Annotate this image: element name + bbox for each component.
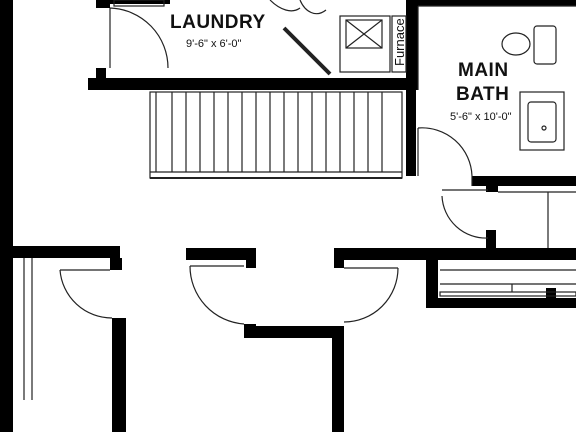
thin-lines [23,0,576,400]
laundry-room-name: LAUNDRY [170,12,266,33]
main-bath-dimensions: 5'-6" x 10'-0" [450,111,512,123]
toilet-bowl [501,32,531,56]
bedroom3-door-swing [343,267,399,323]
wall-laundry-right [406,0,418,90]
wall-hall-middle-stub [246,260,256,268]
furnace-label: Furnace [392,18,407,66]
wall-laundry-bottom-left [96,68,106,78]
bath-door-swing [417,127,473,177]
wall-bath-bottom [472,176,576,186]
toilet-tank [533,25,557,65]
wall-laundry-top-stub [110,0,170,4]
washer [113,0,165,7]
wall-closet-bottom [426,298,576,308]
wall-bedroom2-bottom [244,326,340,338]
closet-door-diagonal [282,26,332,76]
wall-closet-left [426,258,438,308]
laundry-room-dimensions: 9'-6" x 6'-0" [186,38,242,50]
wall-laundry-left [96,0,110,8]
linen-door-swing [441,195,489,239]
bath-vanity [519,91,565,151]
wall-hall-right-stub [334,260,344,268]
wall-left-exterior [0,0,13,432]
wall-bedroom1-right [112,318,126,432]
bedroom1-door-swing [59,269,113,319]
stair-outline [149,91,403,179]
wall-closet-bottom-stub [546,288,556,298]
wall-top-right [416,0,576,6]
wall-bedroom2-right [332,326,344,432]
wall-hall-left [0,246,120,258]
main-bath-name-line1: MAIN [458,60,509,81]
bath-sink [527,101,557,143]
wall-laundry-bottom [88,78,418,90]
main-bath-name-line2: BATH [456,84,510,105]
water-heater [345,19,383,49]
bedroom2-door-swing [189,265,245,325]
wall-bath-bottom-stub [486,184,498,192]
laundry-door-swing [109,7,169,69]
wall-hall-right [334,248,576,260]
furnace-box [339,15,391,73]
wall-hall-middle [186,248,256,260]
wall-bath-entry-stub [486,230,496,248]
stair-treads [155,92,383,172]
wall-bath-left [406,88,416,176]
wall-bedroom1-corner [110,258,122,270]
